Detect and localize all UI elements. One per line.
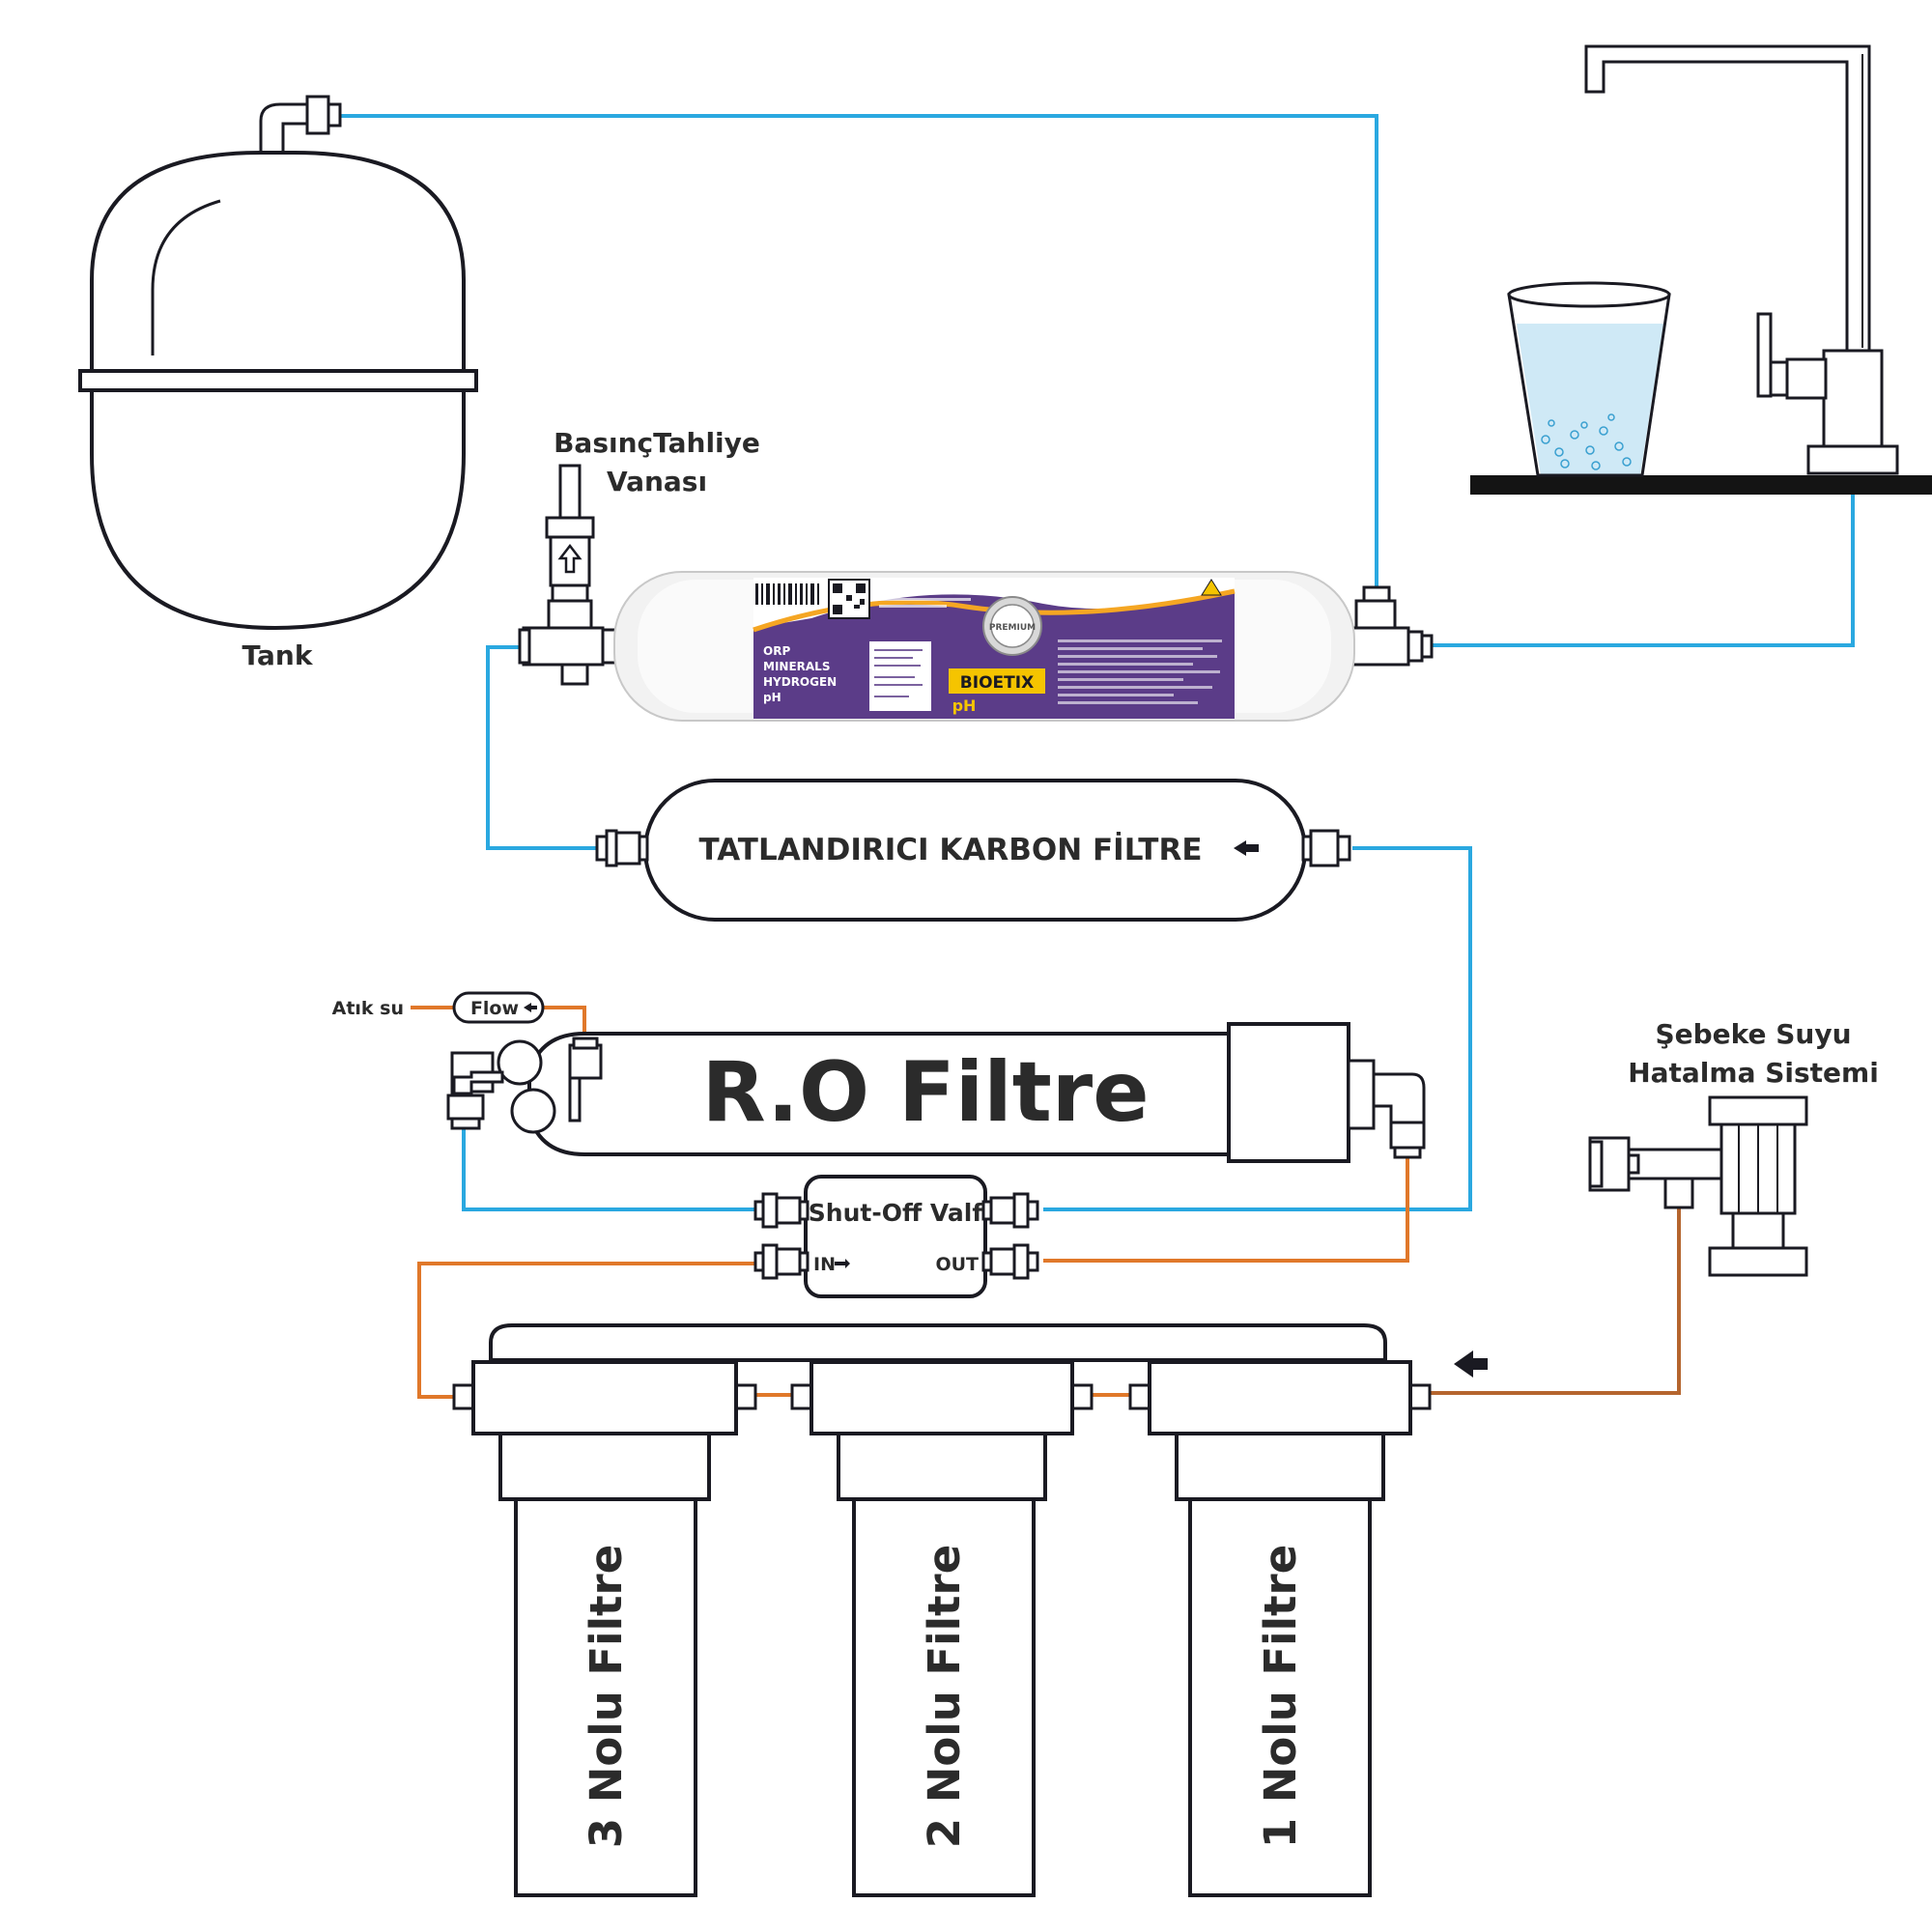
countertop	[1470, 475, 1932, 495]
svg-text:PREMIUM: PREMIUM	[989, 623, 1036, 633]
brand-name: BIOETIX	[960, 673, 1034, 693]
pipe-ro-to-shutoff	[462, 1125, 758, 1211]
shutoff-in-label: IN	[813, 1254, 836, 1275]
faucet	[1470, 44, 1932, 495]
pressure-valve-label-line2: Vanası	[607, 466, 707, 497]
carbon-filter: TATLANDIRICI KARBON FİLTRE	[595, 779, 1351, 922]
shutoff-out-label: OUT	[935, 1254, 979, 1275]
filter-3-label: 3 Nolu Filtre	[581, 1545, 632, 1849]
feature-list: ORP MINERALS HYDROGEN pH	[763, 644, 837, 704]
arrow-left-icon	[1454, 1350, 1488, 1378]
arrow-right-icon	[835, 1259, 850, 1268]
pipe-mains-to-filter1	[1430, 1208, 1681, 1395]
shutoff-valve-label: Shut-Off Valf	[809, 1199, 984, 1227]
shutoff-valve: Shut-Off Valf IN OUT	[753, 1175, 1039, 1298]
filter-housings: 3 Nolu Filtre 2 Nolu Filtre 1 Nolu Filtr…	[452, 1323, 1432, 1897]
pipe-filter-to-faucet	[1430, 493, 1855, 647]
carbon-filter-label: TATLANDIRICI KARBON FİLTRE	[698, 833, 1202, 867]
filter-3: 3 Nolu Filtre	[452, 1360, 757, 1897]
svg-text:pH: pH	[763, 691, 781, 704]
arrow-left-icon	[524, 1003, 537, 1012]
glass-icon	[1507, 281, 1671, 477]
pipe-shutoff-out-to-ro	[1043, 1154, 1409, 1263]
tank: Tank	[78, 95, 478, 671]
arrow-up-icon	[557, 543, 582, 574]
qr-code	[828, 579, 870, 619]
bioetix-ph-filter: PREMIUM ORP MINERALS HYDROGEN pH BIOETIX…	[613, 571, 1355, 722]
svg-text:HYDROGEN: HYDROGEN	[763, 675, 837, 689]
mains-connection: Şebeke Suyu Hatalma Sistemi	[1588, 1018, 1879, 1277]
pipe-tank-to-filter	[338, 114, 1378, 589]
arrow-left-icon	[1234, 840, 1259, 856]
filter-2: 2 Nolu Filtre	[790, 1360, 1094, 1897]
pressure-valve-label-line1: BasınçTahliye	[554, 427, 760, 459]
tank-label: Tank	[242, 639, 314, 671]
waste-water-label: Atık su	[332, 998, 404, 1019]
flow-label: Flow	[470, 998, 519, 1019]
ro-filter: R.O Filtre	[446, 1022, 1426, 1163]
pipe-filter3-to-shutoff	[417, 1262, 758, 1399]
pipe-carbon-to-shutoff	[1043, 846, 1472, 1211]
ro-filter-label: R.O Filtre	[701, 1044, 1149, 1141]
mains-label-line1: Şebeke Suyu	[1655, 1018, 1851, 1050]
svg-text:MINERALS: MINERALS	[763, 660, 830, 673]
svg-text:ORP: ORP	[763, 644, 790, 658]
filter-1-label: 1 Nolu Filtre	[1255, 1545, 1306, 1849]
flow-restrictor: Atık su Flow	[332, 991, 545, 1024]
mains-label-line2: Hatalma Sistemi	[1628, 1057, 1879, 1089]
ph-badge: pH	[952, 696, 977, 715]
pipe-valve-to-carbon	[486, 645, 599, 850]
premium-seal: PREMIUM	[982, 596, 1042, 656]
pressure-relief-valve	[518, 464, 630, 686]
filter-1: 1 Nolu Filtre	[1128, 1360, 1432, 1897]
pipes	[338, 114, 1855, 1399]
filter-2-label: 2 Nolu Filtre	[919, 1545, 970, 1849]
barcode	[755, 583, 819, 605]
